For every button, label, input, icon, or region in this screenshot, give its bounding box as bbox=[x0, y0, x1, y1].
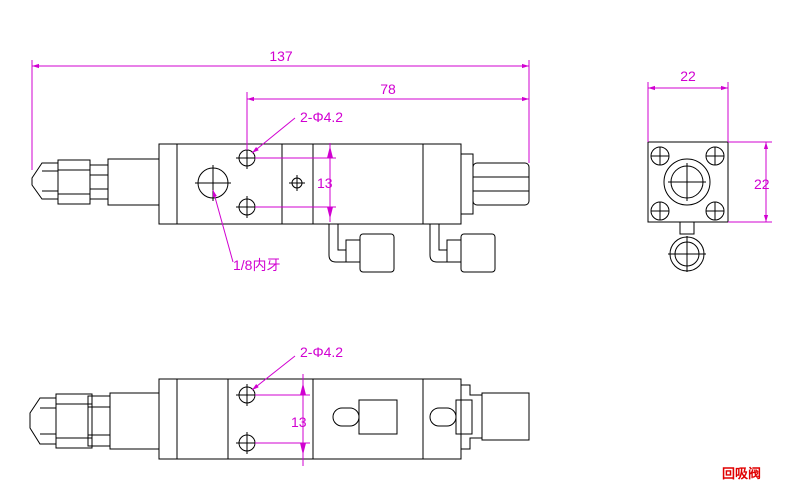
front-port-left bbox=[332, 407, 360, 427]
cylinder bbox=[107, 158, 160, 206]
hole-spacing-bottom-label: 13 bbox=[291, 414, 307, 430]
right-fitting bbox=[472, 162, 530, 206]
hole-spacing-top-label: 13 bbox=[317, 175, 333, 191]
right-flange bbox=[460, 153, 474, 215]
hole-span-label: 78 bbox=[380, 81, 396, 97]
top-dimensions bbox=[31, 60, 530, 263]
end-center-bore bbox=[663, 158, 711, 206]
end-view bbox=[647, 141, 729, 272]
main-body bbox=[158, 143, 462, 225]
leader-hole-top bbox=[251, 117, 296, 154]
collar bbox=[89, 164, 109, 200]
front-dimensions bbox=[251, 355, 310, 466]
hole-spec-bottom-label: 2-Φ4.2 bbox=[300, 344, 343, 360]
hex-nut bbox=[57, 159, 91, 205]
front-view bbox=[29, 378, 530, 460]
nozzle-tip bbox=[31, 162, 59, 200]
front-port-right bbox=[429, 407, 457, 427]
hole-spec-top-label: 2-Φ4.2 bbox=[300, 109, 343, 125]
elbow-fitting-right bbox=[429, 224, 448, 263]
top-view bbox=[31, 143, 530, 273]
drawing-title: 回吸阀 bbox=[722, 466, 761, 482]
front-nozzle-tip bbox=[29, 397, 57, 445]
end-dimensions bbox=[647, 82, 772, 223]
leader-thread bbox=[212, 189, 234, 263]
front-right-end bbox=[461, 384, 530, 450]
front-cylinder bbox=[109, 392, 160, 450]
elbow-fitting-left bbox=[328, 224, 347, 263]
thread-label: 1/8内牙 bbox=[233, 257, 280, 273]
end-height-label: 22 bbox=[754, 176, 770, 192]
overall-length-label: 137 bbox=[269, 48, 293, 64]
end-width-label: 22 bbox=[680, 68, 696, 84]
front-ring bbox=[55, 393, 93, 449]
leader-hole-bottom bbox=[251, 355, 296, 391]
front-body bbox=[158, 378, 462, 460]
end-port-neck bbox=[679, 221, 695, 235]
